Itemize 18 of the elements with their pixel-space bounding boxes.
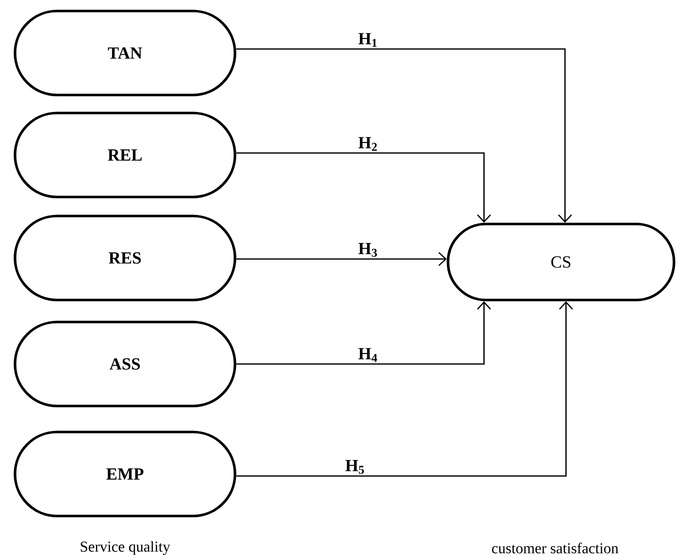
rounded-box: ASS [14, 320, 236, 408]
rounded-box: CS [446, 222, 676, 302]
arrow [236, 152, 491, 223]
edge-label: H$_{1}$ [358, 33, 377, 47]
arrow [236, 301, 573, 477]
rounded-box: TAN [14, 10, 236, 96]
rounded-box: REL [14, 112, 236, 198]
rounded-box: EMP [14, 430, 236, 518]
arrow [236, 301, 491, 365]
arrow [236, 48, 572, 223]
caption-text: customer satisfaction [492, 542, 618, 554]
edge-label: H$_{5}$ [345, 460, 364, 474]
rounded-box: RES [14, 214, 236, 302]
caption-text: Service quality [80, 541, 170, 555]
edge-label: H$_{3}$ [358, 242, 377, 257]
edge-label: H$_{2}$ [358, 137, 377, 151]
arrow [236, 252, 447, 266]
edge-label: H$_{4}$ [358, 348, 378, 362]
